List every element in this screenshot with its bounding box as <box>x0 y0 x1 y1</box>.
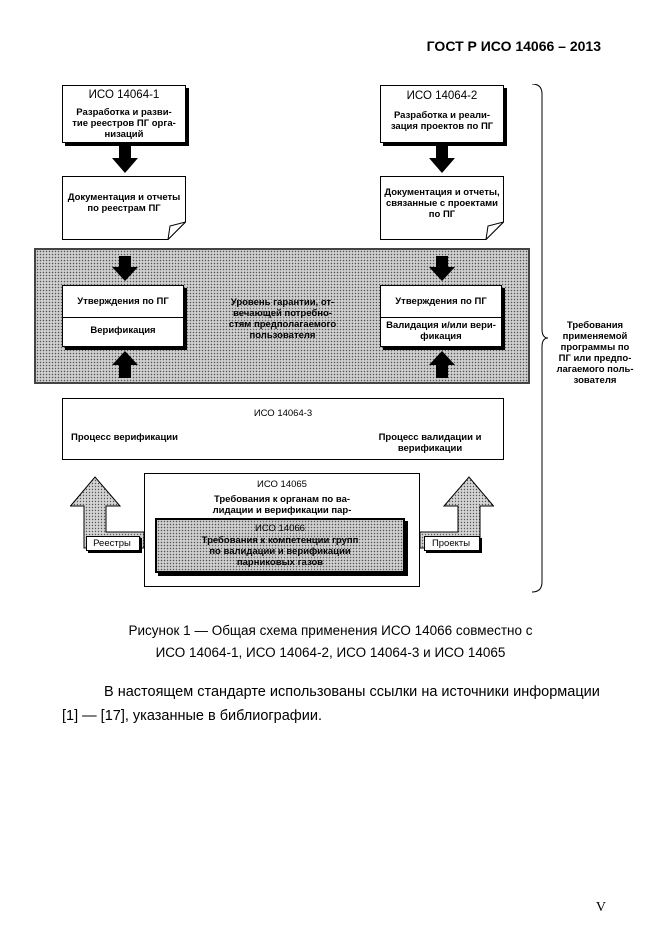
page-number: V <box>595 900 606 915</box>
document-header: ГОСТ Р ИСО 14066 – 2013 <box>426 38 601 54</box>
verification-process: Процесс верификации <box>71 432 178 443</box>
paragraph-line1: В настоящем стандарте использованы ссылк… <box>104 684 600 700</box>
iso-14064-2-box: ИСО 14064-2 Разработка и реали- зация пр… <box>380 85 504 143</box>
projects-label: Проекты <box>431 538 471 549</box>
right-panel-validation: Валидация и/или вери- фикация <box>386 320 496 342</box>
right-brace <box>531 84 549 593</box>
arrow-down-icon <box>429 146 455 173</box>
registries-elbow-arrow <box>70 476 145 549</box>
iso-14064-3-box: ИСО 14064-3 Процесс верификации Процесс … <box>62 398 504 460</box>
divider <box>381 317 501 318</box>
figure-caption-line2: ИСО 14064-1, ИСО 14064-2, ИСО 14064-3 и … <box>155 645 506 660</box>
iso-14064-2-desc: Разработка и реали- зация проектов по ПГ <box>390 110 494 132</box>
left-panel-claims: Утверждения по ПГ <box>77 296 169 307</box>
doc1-text: Документация и отчеты по реестрам ПГ <box>67 192 181 214</box>
divider <box>63 317 183 318</box>
iso-14066-box: ИСО 14066 Требования к компетенции групп… <box>155 518 405 573</box>
left-claims-panel: Утверждения по ПГ Верификация <box>62 285 184 347</box>
iso-14064-2-title: ИСО 14064-2 <box>406 90 478 102</box>
projects-elbow-arrow <box>419 476 494 549</box>
iso-14064-1-title: ИСО 14064-1 <box>88 89 160 101</box>
right-claims-panel: Утверждения по ПГ Валидация и/или вери- … <box>380 285 502 347</box>
assurance-level-text: Уровень гарантии, от- вечающей потребно-… <box>228 297 337 341</box>
iso-14064-1-box: ИСО 14064-1 Разработка и разви- тие реес… <box>62 85 186 143</box>
program-requirements-note: Требования применяемой программы по ПГ и… <box>556 320 634 386</box>
iso-14064-1-desc: Разработка и разви- тие реестров ПГ орга… <box>72 107 176 140</box>
iso-14066-title: ИСО 14066 <box>255 523 305 534</box>
iso-14065-desc: Требования к органам по ва- лидации и ве… <box>212 494 352 516</box>
validation-verification-process: Процесс валидации и верификации <box>378 432 482 454</box>
arrow-down-icon <box>112 256 138 281</box>
paragraph-line2: [1] — [17], указанные в библиографии. <box>62 708 322 724</box>
registries-label: Реестры <box>93 538 131 549</box>
arrow-down-icon <box>112 146 138 173</box>
projects-label-box <box>424 536 480 551</box>
left-panel-verification: Верификация <box>90 325 156 336</box>
doc2-text: Документация и отчеты, связанные с проек… <box>384 187 500 220</box>
iso-14066-desc: Требования к компетенции групп по валида… <box>201 535 359 568</box>
document-shape-2 <box>380 176 504 240</box>
arrow-down-icon <box>429 256 455 281</box>
right-panel-claims: Утверждения по ПГ <box>395 296 487 307</box>
document-shape-1 <box>62 176 186 240</box>
arrow-up-icon <box>112 351 138 378</box>
figure-caption-line1: Рисунок 1 — Общая схема применения ИСО 1… <box>128 623 533 638</box>
arrow-up-icon <box>429 351 455 378</box>
iso-14064-3-title: ИСО 14064-3 <box>253 408 313 419</box>
registries-label-box <box>86 536 140 551</box>
iso-14065-title: ИСО 14065 <box>257 479 307 490</box>
